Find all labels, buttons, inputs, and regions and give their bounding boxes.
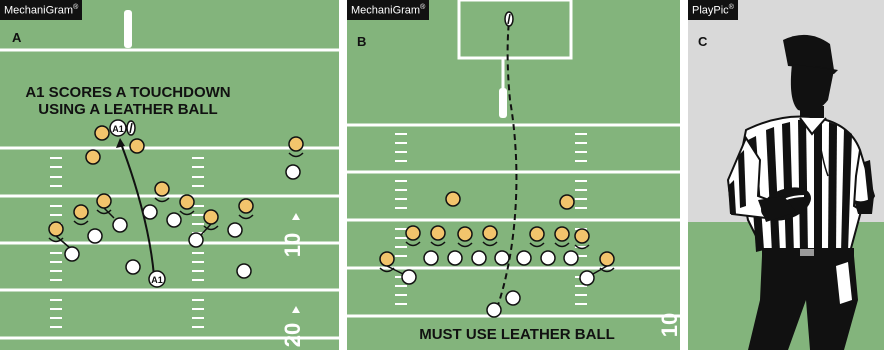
svg-text:20: 20 <box>280 323 305 347</box>
player-team-b <box>189 233 203 247</box>
player-team-a <box>380 252 394 266</box>
player-team-a <box>74 205 88 219</box>
player-team-a <box>446 192 460 206</box>
panel-letter: B <box>357 34 366 49</box>
player-team-a <box>431 226 445 240</box>
player-team-a <box>530 227 544 241</box>
player-team-a <box>204 210 218 224</box>
panel-letter: A <box>12 30 21 45</box>
player-team-b <box>237 264 251 278</box>
player-team-b <box>88 229 102 243</box>
yard-number-10: 10 <box>280 233 305 257</box>
player-team-a <box>406 226 420 240</box>
svg-text:A1: A1 <box>112 124 124 134</box>
panel-a: 10 20 <box>0 0 339 350</box>
player-team-b <box>143 205 157 219</box>
football <box>505 12 513 26</box>
player-team-a <box>575 229 589 243</box>
yard-number-20: 20 <box>280 323 305 347</box>
player-team-b <box>228 223 242 237</box>
player-team-b <box>424 251 438 265</box>
player-team-b <box>448 251 462 265</box>
player-team-a <box>555 227 569 241</box>
player-team-b <box>167 213 181 227</box>
brand-tag: MechaniGram® <box>347 0 429 20</box>
player-team-a <box>289 137 303 151</box>
player-team-a <box>49 222 63 236</box>
player-team-a <box>600 252 614 266</box>
player-team-a <box>560 195 574 209</box>
field-a: 10 20 <box>0 0 339 350</box>
player-team-a <box>155 182 169 196</box>
player-team-b <box>472 251 486 265</box>
player-team-b <box>487 303 501 317</box>
player-team-a <box>458 227 472 241</box>
brand-tag: MechaniGram® <box>0 0 82 20</box>
goal-post <box>124 10 132 48</box>
player-team-a <box>239 199 253 213</box>
panel-c: PlayPic® C <box>688 0 884 350</box>
player-team-b <box>402 270 416 284</box>
player-team-a <box>97 194 111 208</box>
player-team-b <box>286 165 300 179</box>
player-team-b <box>126 260 140 274</box>
football <box>127 121 135 135</box>
caption-line-2: USING A LEATHER BALL <box>0 101 256 118</box>
player-team-a <box>130 139 144 153</box>
player-team-a <box>483 226 497 240</box>
player-team-b <box>495 251 509 265</box>
caption-line-1: A1 SCORES A TOUCHDOWN <box>0 84 256 101</box>
panel-letter: C <box>698 34 707 49</box>
player-a1-start: A1 <box>149 271 165 287</box>
player-a1-ball-carrier: A1 <box>110 120 126 136</box>
referee-photo <box>688 0 884 350</box>
player-team-a <box>86 150 100 164</box>
player-team-a <box>180 195 194 209</box>
player-team-b <box>541 251 555 265</box>
svg-text:10: 10 <box>280 233 305 257</box>
brand-tag: PlayPic® <box>688 0 738 20</box>
player-team-b <box>65 247 79 261</box>
player-team-b <box>564 251 578 265</box>
caption: MUST USE LEATHER BALL <box>367 326 667 343</box>
player-team-b <box>580 271 594 285</box>
svg-text:A1: A1 <box>151 275 163 285</box>
panel-b: 10 <box>347 0 680 350</box>
player-team-b <box>517 251 531 265</box>
player-team-a <box>95 126 109 140</box>
player-team-b <box>113 218 127 232</box>
player-team-b <box>506 291 520 305</box>
field-b: 10 <box>347 0 680 350</box>
